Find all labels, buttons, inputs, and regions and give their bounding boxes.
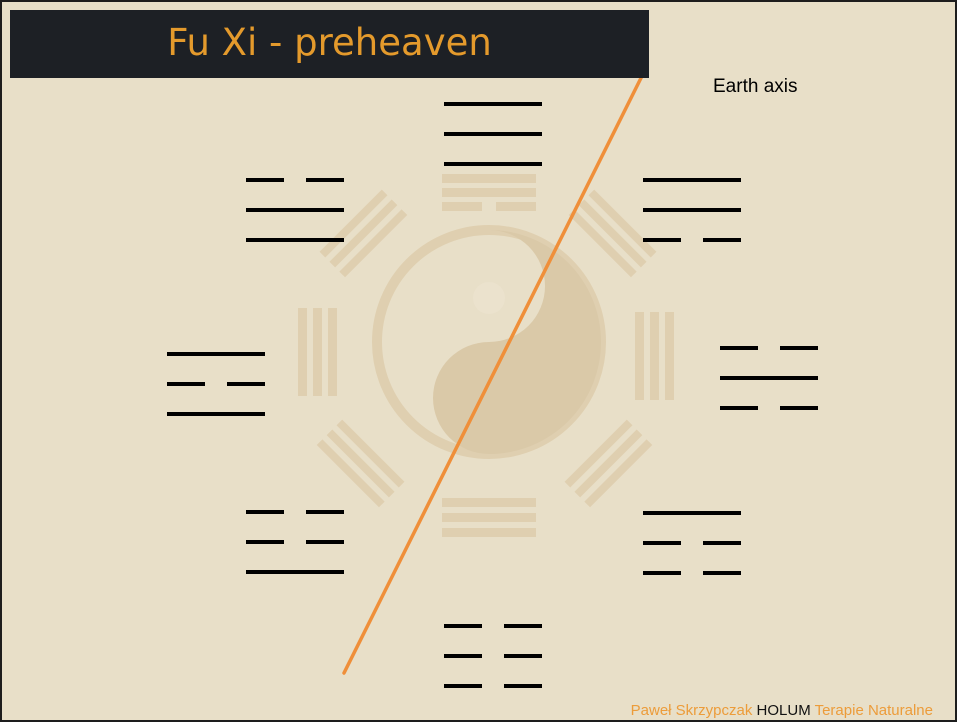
trigram-bottom-left-line-1-seg-2 (306, 510, 344, 514)
trigram-bottom-right-line-3-seg-2 (703, 571, 741, 575)
trigram-top-left-line-1-seg-1 (246, 178, 284, 182)
trigram-bottom-left (246, 510, 344, 574)
trigram-bottom-right-line-1 (643, 511, 741, 515)
trigram-top-line-3 (444, 162, 542, 166)
trigram-bottom-line-1-seg-1 (444, 624, 482, 628)
trigram-bottom-left-line-1-seg-1 (246, 510, 284, 514)
trigram-right-line-3-seg-2 (780, 406, 818, 410)
trigram-bottom-line-3-seg-2 (504, 684, 542, 688)
trigram-bottom-line-2-seg-2 (504, 654, 542, 658)
trigram-left-line-1 (167, 352, 265, 356)
trigram-right-line-3-seg-1 (720, 406, 758, 410)
footer-brand: HOLUM (756, 702, 811, 719)
title-bar: Fu Xi - preheaven (10, 10, 649, 78)
trigram-right (720, 346, 818, 410)
trigram-top-right (643, 178, 741, 242)
trigram-top-left-line-1-seg-2 (306, 178, 344, 182)
trigram-bottom (444, 624, 542, 688)
trigram-bottom-left-line-2-seg-2 (306, 540, 344, 544)
trigram-bottom-line-1-seg-2 (504, 624, 542, 628)
trigram-right-line-2 (720, 376, 818, 380)
trigram-top-right-line-3-seg-2 (703, 238, 741, 242)
trigram-top-left (246, 178, 344, 242)
slide-title: Fu Xi - preheaven (167, 21, 492, 64)
trigram-right-line-1-seg-2 (780, 346, 818, 350)
trigram-bottom-right-line-2-seg-1 (643, 541, 681, 545)
trigram-bottom-right-line-3-seg-1 (643, 571, 681, 575)
trigram-bottom-left-line-2-seg-1 (246, 540, 284, 544)
trigram-top-left-line-3 (246, 238, 344, 242)
trigram-left-line-2-seg-2 (227, 382, 265, 386)
trigram-left-line-2-seg-1 (167, 382, 205, 386)
earth-axis-line (342, 74, 644, 675)
trigram-top-left-line-2 (246, 208, 344, 212)
trigram-bottom-left-line-3 (246, 570, 344, 574)
trigram-bottom-line-3-seg-1 (444, 684, 482, 688)
trigram-top-right-line-1 (643, 178, 741, 182)
trigram-top (444, 102, 542, 166)
trigram-left (167, 352, 265, 416)
trigram-top-right-line-2 (643, 208, 741, 212)
trigram-top-line-1 (444, 102, 542, 106)
trigram-bottom-right (643, 511, 741, 575)
trigram-right-line-1-seg-1 (720, 346, 758, 350)
footer-credit: Paweł Skrzypczak HOLUM Terapie Naturalne (631, 702, 933, 719)
trigram-bottom-right-line-2-seg-2 (703, 541, 741, 545)
trigram-left-line-3 (167, 412, 265, 416)
earth-axis-label: Earth axis (713, 76, 798, 97)
trigram-top-right-line-3-seg-1 (643, 238, 681, 242)
trigram-top-line-2 (444, 132, 542, 136)
footer-author: Paweł Skrzypczak (630, 702, 757, 719)
footer-suffix: Terapie Naturalne (810, 702, 933, 719)
trigram-bottom-line-2-seg-1 (444, 654, 482, 658)
